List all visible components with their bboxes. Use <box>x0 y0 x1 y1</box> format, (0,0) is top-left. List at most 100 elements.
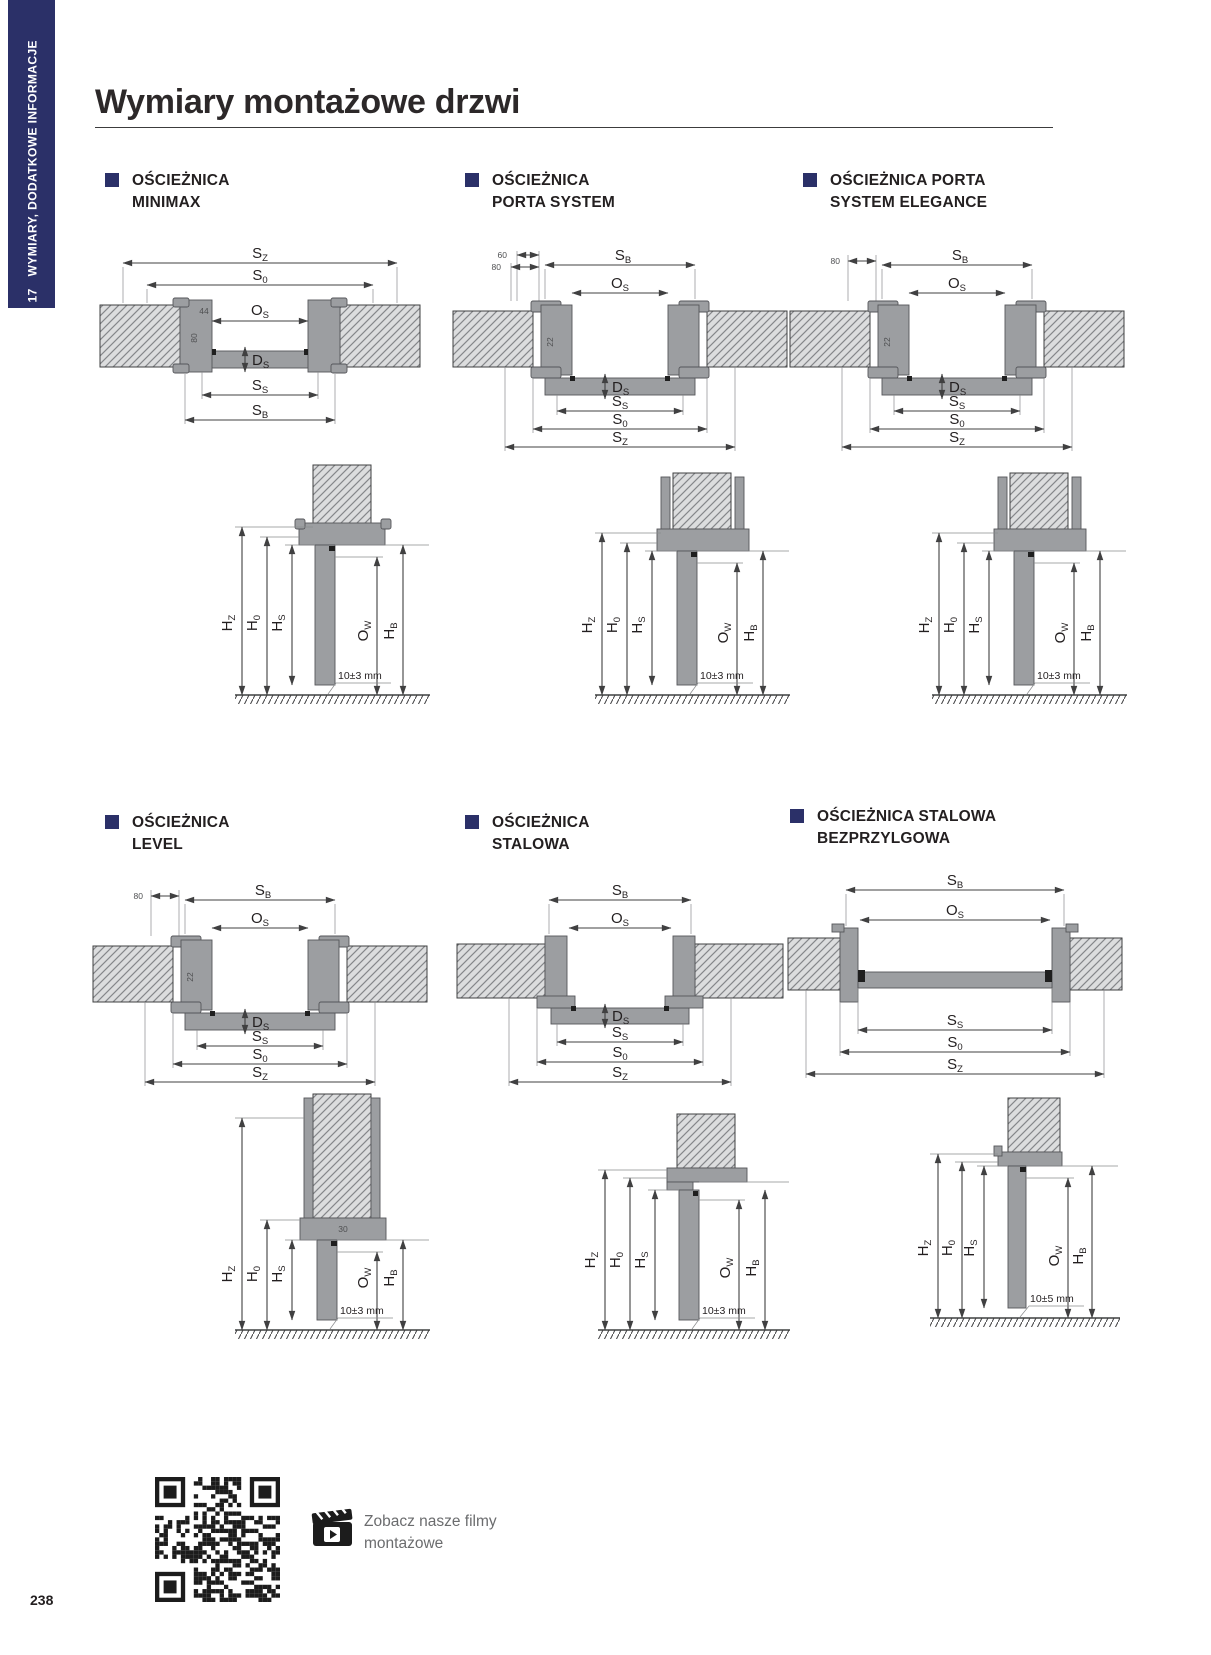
gap-note: 10±3 mm <box>700 670 744 682</box>
bullet-square <box>105 173 119 187</box>
dim-label-h0: H0 <box>244 615 263 631</box>
dim-label-os: OS <box>611 910 629 929</box>
dim-label-ds: DS <box>949 379 966 398</box>
bullet-square <box>465 173 479 187</box>
diagram-stalowa-bezprzylgowa: SB OS SS S0 SZ HZ H0 HS <box>787 872 1123 1327</box>
dim-label-ss: SS <box>612 1024 628 1043</box>
dim-label-sb: SB <box>952 247 968 266</box>
dim-label-s0: S0 <box>612 411 627 430</box>
door-leaf <box>678 1189 700 1321</box>
stalowa-horizontal-section: SB OS DS SS S0 SZ <box>456 882 784 1086</box>
bezprzylgowa-vertical-section: HZ H0 HS OW HB 10±5 mm <box>915 1097 1120 1327</box>
diagram-level: 80 22 SB OS DS SS S0 SZ <box>92 882 430 1339</box>
dim-label-s0: S0 <box>252 267 267 286</box>
dim-label-ow: OW <box>355 621 374 642</box>
bullet-square <box>465 815 479 829</box>
title-rule <box>95 127 1053 128</box>
minimax-horizontal-section: SZ S0 OS 44 80 DS SS SB <box>99 245 421 424</box>
small-dim-22: 22 <box>882 337 892 347</box>
dim-label-h0: H0 <box>939 1240 958 1256</box>
small-dim-80: 80 <box>189 333 199 343</box>
dim-label-sb: SB <box>252 402 268 421</box>
dim-label-ow: OW <box>717 1258 736 1279</box>
gap-note: 10±3 mm <box>702 1305 746 1317</box>
porta-system-vertical-section: HZ H0 HS OW HB 10±3 mm <box>579 472 790 704</box>
diagram-minimax: SZ S0 OS 44 80 DS SS SB HZ <box>99 245 430 704</box>
qr-code <box>155 1477 280 1602</box>
dim-label-hs: HS <box>269 614 288 631</box>
small-dim-80: 80 <box>134 891 144 901</box>
diagram-stalowa: SB OS DS SS S0 SZ HZ H0 <box>456 882 790 1339</box>
system-elegance-vertical-section: HZ H0 HS OW HB 10±3 mm <box>916 472 1127 704</box>
door-leaf <box>550 1007 690 1025</box>
door-leaf <box>314 544 336 686</box>
page-title: Wymiary montażowe drzwi <box>95 82 521 121</box>
gap-note: 10±5 mm <box>1030 1293 1074 1305</box>
dim-label-h0: H0 <box>604 617 623 633</box>
dim-label-os: OS <box>946 902 964 921</box>
dim-label-ss: SS <box>612 393 628 412</box>
clapperboard-icon <box>311 1508 353 1546</box>
door-leaf <box>184 1012 336 1031</box>
dim-label-h0: H0 <box>941 617 960 633</box>
chapter-sidebar-text: 17 WYMIARY, DODATKOWE INFORMACJE <box>9 13 56 313</box>
dim-label-ow: OW <box>715 623 734 644</box>
bezprzylgowa-horizontal-section: SB OS SS S0 SZ <box>787 872 1123 1078</box>
bullet-square <box>790 809 804 823</box>
dim-label-hz: HZ <box>582 1251 601 1268</box>
dim-label-ds: DS <box>252 1014 269 1033</box>
chapter-label: WYMIARY, DODATKOWE INFORMACJE <box>25 40 39 277</box>
dim-label-s0: S0 <box>949 411 964 430</box>
dim-label-ds: DS <box>252 352 269 371</box>
gap-note: 10±3 mm <box>1037 670 1081 682</box>
dim-label-hs: HS <box>961 1239 980 1256</box>
dim-label-sz: SZ <box>947 1056 963 1075</box>
dim-label-ss: SS <box>252 377 268 396</box>
dim-label-h0: H0 <box>244 1266 263 1282</box>
dim-label-hz: HZ <box>916 616 935 633</box>
small-dim-60: 60 <box>498 250 508 260</box>
dim-label-ow: OW <box>1046 1246 1065 1267</box>
dim-label-ow: OW <box>355 1268 374 1289</box>
dim-label-os: OS <box>948 275 966 294</box>
door-leaf <box>676 550 698 686</box>
page-number: 238 <box>30 1592 54 1608</box>
diagram-porta-system: 60 80 22 SB OS DS SS S0 SZ <box>452 247 790 704</box>
chapter-sidebar <box>8 0 55 308</box>
porta-system-horizontal-section: 60 80 22 SB OS DS SS S0 SZ <box>452 247 788 451</box>
minimax-vertical-section: HZ H0 HS OW HB 10±3 mm <box>219 464 430 704</box>
dim-label-hb: HB <box>381 1269 400 1286</box>
dim-label-hz: HZ <box>579 616 598 633</box>
door-leaf <box>1007 1165 1027 1309</box>
dim-label-sb: SB <box>255 882 271 901</box>
bullet-square <box>105 815 119 829</box>
dim-label-sz: SZ <box>252 1064 268 1083</box>
dim-label-sb: SB <box>615 247 631 266</box>
level-vertical-section: 30 HZ H0 HS OW HB 10±3 mm <box>219 1093 430 1339</box>
chapter-number: 17 <box>25 288 39 303</box>
dim-label-sz: SZ <box>612 1064 628 1083</box>
dim-label-ow: OW <box>1052 623 1071 644</box>
small-dim-30: 30 <box>338 1224 348 1234</box>
door-leaf <box>857 971 1053 989</box>
dim-label-hs: HS <box>629 616 648 633</box>
dim-label-hb: HB <box>743 1259 762 1276</box>
dim-label-hz: HZ <box>219 1265 238 1282</box>
dim-label-ss: SS <box>947 1012 963 1031</box>
dim-label-h0: H0 <box>607 1252 626 1268</box>
dim-label-ss: SS <box>949 393 965 412</box>
dim-label-hs: HS <box>966 616 985 633</box>
dim-label-ss: SS <box>252 1028 268 1047</box>
dim-label-sb: SB <box>947 872 963 891</box>
diagram-system-elegance: 80 22 SB OS DS SS S0 SZ <box>789 247 1127 704</box>
dim-label-os: OS <box>251 302 269 321</box>
small-dim-80: 80 <box>831 256 841 266</box>
dim-label-hz: HZ <box>219 614 238 631</box>
door-leaf <box>316 1239 338 1321</box>
dim-label-s0: S0 <box>612 1044 627 1063</box>
